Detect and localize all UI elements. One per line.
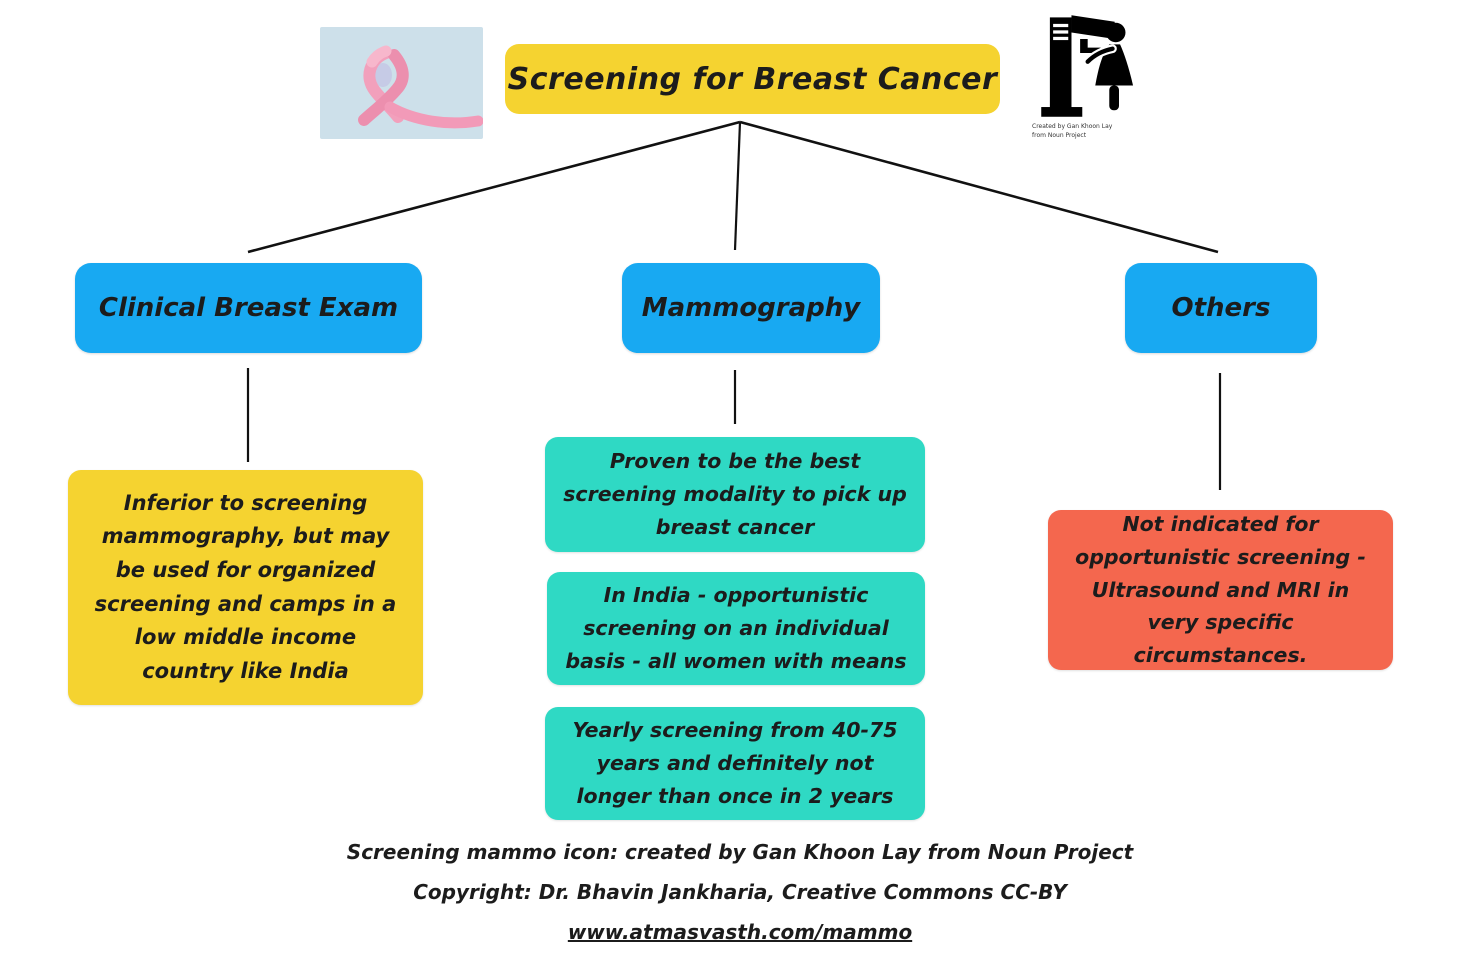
detail-mammography-1: Proven to be the best screening modality… <box>545 437 925 552</box>
footer-icon-credit: Screening mammo icon: created by Gan Kho… <box>346 840 1134 864</box>
icon-credit-line2: from Noun Project <box>1032 132 1087 139</box>
footer-url-link[interactable]: www.atmasvasth.com/mammo <box>567 920 913 944</box>
detail-mammography-2: In India - opportunistic screening on an… <box>547 572 925 685</box>
detail-others: Not indicated for opportunistic screenin… <box>1048 510 1393 670</box>
node-mammography: Mammography <box>622 263 880 353</box>
detail-mammography-3: Yearly screening from 40-75 years and de… <box>545 707 925 820</box>
diagram-title: Screening for Breast Cancer <box>505 44 1000 114</box>
detail-clinical-breast-exam: Inferior to screening mammography, but m… <box>68 470 423 705</box>
node-clinical-breast-exam: Clinical Breast Exam <box>75 263 422 353</box>
pink-ribbon-photo <box>320 27 483 139</box>
node-others: Others <box>1125 263 1317 353</box>
footer-copyright: Copyright: Dr. Bhavin Jankharia, Creativ… <box>413 880 1067 904</box>
icon-credit-small: Created by Gan Khoon Lay from Noun Proje… <box>1032 122 1152 140</box>
footer: Screening mammo icon: created by Gan Kho… <box>20 840 1460 944</box>
pink-ribbon-icon <box>320 27 483 139</box>
mammography-machine-icon <box>1041 15 1134 117</box>
icon-credit-line1: Created by Gan Khoon Lay <box>1032 123 1113 130</box>
